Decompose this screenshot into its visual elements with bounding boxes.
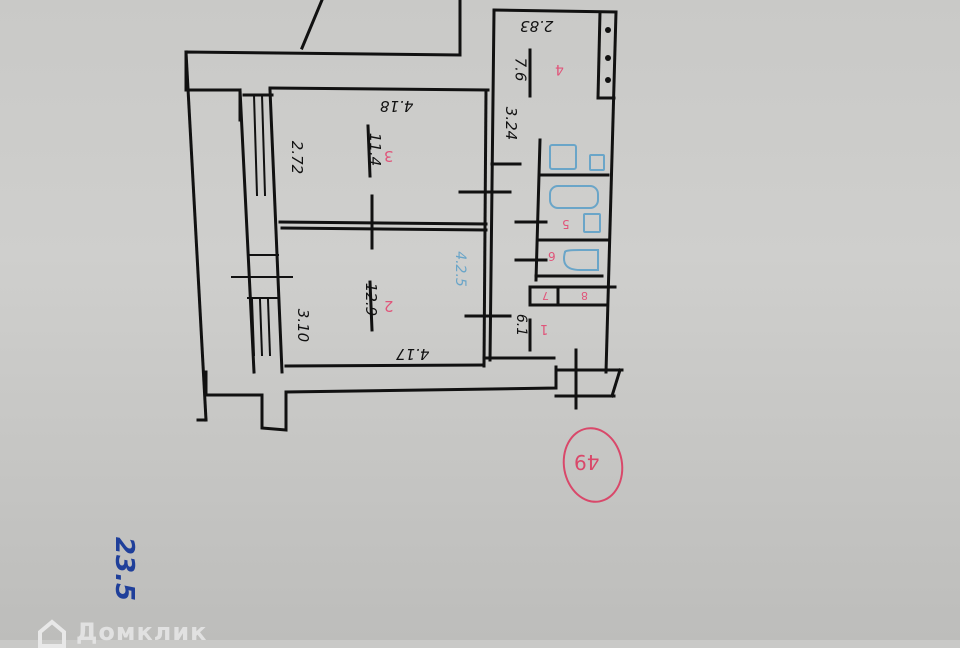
room-number-7: 7 bbox=[542, 289, 549, 302]
room-number-3: 3 bbox=[384, 147, 394, 165]
area-room2: 12.9 bbox=[362, 282, 381, 317]
room-number-1: 1 bbox=[540, 321, 549, 336]
dim-room4-length: 3.24 bbox=[502, 106, 521, 141]
stamp-number: 49 bbox=[574, 450, 600, 474]
dim-room3-length: 4.18 bbox=[380, 97, 414, 115]
dim-room4-width: 2.83 bbox=[520, 17, 554, 35]
total-area-note: 23.5 bbox=[109, 536, 140, 602]
room-number-2: 2 bbox=[384, 297, 394, 315]
dim-room2-width: 3.10 bbox=[294, 308, 313, 343]
room-number-4: 4 bbox=[555, 61, 564, 77]
dim-room2-length: 4.17 bbox=[396, 345, 430, 363]
domclick-logo-icon bbox=[38, 619, 66, 648]
room-number-6: 6 bbox=[548, 249, 556, 263]
dim-blue-note: 4.2.5 bbox=[451, 251, 468, 287]
room-number-8: 8 bbox=[581, 289, 588, 302]
area-room1: 6.1 bbox=[513, 313, 530, 337]
watermark-text: Домклик bbox=[76, 618, 208, 646]
area-room4: 7.6 bbox=[511, 57, 530, 82]
area-room3: 11.4 bbox=[366, 132, 385, 167]
dim-room3-width: 2.72 bbox=[288, 140, 307, 175]
room-number-5: 5 bbox=[562, 217, 570, 231]
